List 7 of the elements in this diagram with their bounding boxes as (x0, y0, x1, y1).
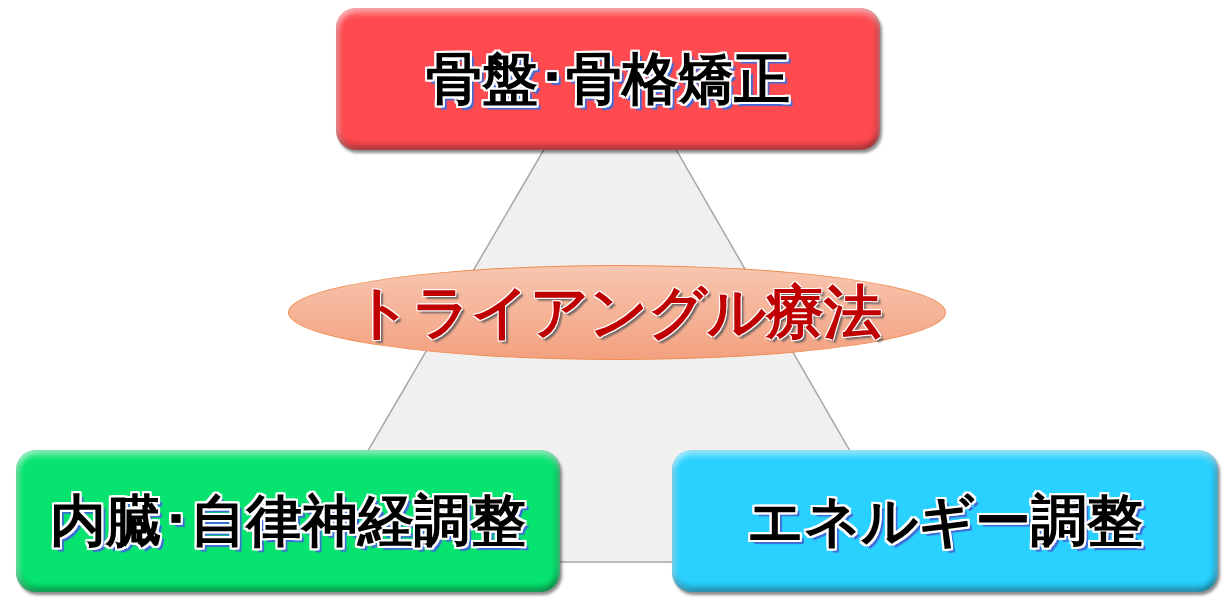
rounded-box (672, 450, 1218, 592)
box-label: 骨盤･骨格矯正 (426, 46, 790, 112)
box-label: 内臓･自律神経調整 (50, 488, 526, 554)
rounded-box (336, 8, 880, 150)
rounded-box (16, 450, 560, 592)
box-label: エネルギー調整 (747, 488, 1143, 554)
ellipse-label: トライアングル療法 (352, 279, 882, 346)
